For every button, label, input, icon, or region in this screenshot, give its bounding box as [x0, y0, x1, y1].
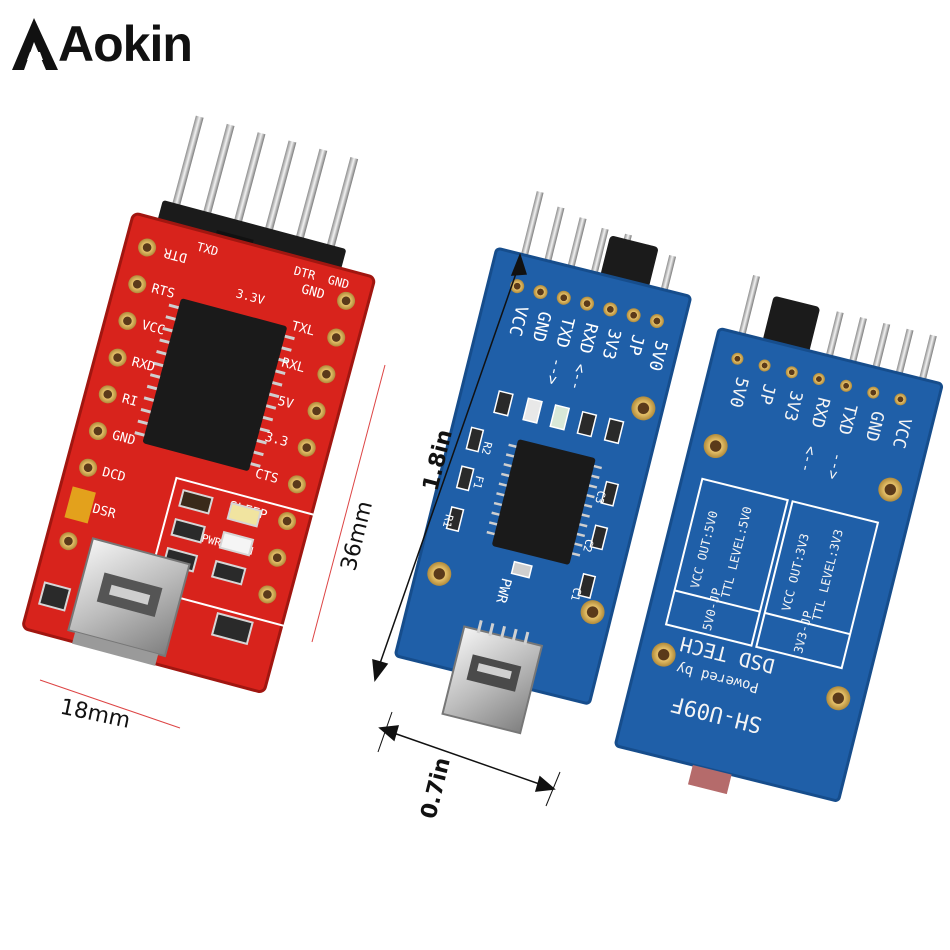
dim-18mm-label: 18mm: [58, 695, 133, 734]
red-label-dsr: DSR: [91, 502, 118, 523]
dim-0-7in-label: 0.7in: [417, 755, 456, 821]
red-label-vcc: VCC: [140, 318, 167, 339]
blue-back-pin-jp: JP: [755, 382, 779, 407]
red-label-rts: RTS: [150, 281, 177, 302]
red-header-gnd: GND: [326, 273, 351, 292]
dim-arrows: [372, 252, 561, 807]
brand-name: Aokin: [58, 16, 193, 72]
blue-front-smd-parts: [445, 390, 625, 599]
red-label-dcd: DCD: [100, 465, 127, 486]
blue-back-board: 5V0 JP 3V3 RXD TXD GND VCC <-- --> VCC O…: [614, 275, 944, 802]
blue-front-label-c1: C1: [568, 586, 584, 602]
blue-front-label-r1: R1: [440, 513, 456, 529]
red-label-gnd: GND: [110, 428, 137, 449]
brand-logo: Aokin: [10, 8, 193, 80]
dim-36mm: [39, 364, 386, 729]
red-header-dtr: DTR: [292, 264, 317, 283]
red-label-cts: CTS: [253, 466, 280, 487]
red-header-txd: TXD: [195, 240, 220, 259]
blue-front-label-r2: R2: [479, 440, 495, 456]
dim-36mm-label: 36mm: [337, 499, 378, 574]
red-label-ri: RI: [120, 391, 139, 410]
blue-front-mini-usb: [441, 620, 544, 735]
blue-front-label-f1: F1: [470, 474, 486, 490]
red-ic-chip: [134, 298, 295, 471]
blue-back-usb-tail: [687, 764, 732, 795]
blue-back-spec-boxes: [664, 477, 880, 670]
red-label-rxl: RXL: [280, 356, 307, 377]
red-ftdi-board: DTR RTS VCC RXD RI GND DCD DSR GND TXL R…: [22, 115, 376, 694]
blue-front-part-labels: R1 R2 F1 C1 C2 C3 PWR: [440, 440, 608, 605]
red-label-3v3: 3.3: [263, 430, 290, 451]
red-label-5v: 5V: [276, 394, 295, 413]
red-label-gnd-right: GND: [300, 282, 327, 303]
blue-front-label-pwr: PWR: [492, 576, 514, 605]
blue-back-pins: [738, 275, 937, 385]
red-label-dtr: DTR: [162, 244, 189, 265]
blue-front-label-c2: C2: [580, 538, 596, 554]
red-mini-usb: [67, 537, 191, 666]
blue-front-pin-jp: JP: [623, 332, 647, 357]
blue-front-ic-chip: [486, 439, 603, 565]
blue-front-board: VCC GND TXD RXD 3V3 JP 5V0 --> <--: [394, 191, 692, 735]
brand-mark-icon: [12, 18, 58, 70]
blue-front-label-c3: C3: [592, 489, 608, 505]
red-label-rxd: RXD: [130, 355, 157, 376]
red-label-txl: TXL: [290, 319, 317, 340]
